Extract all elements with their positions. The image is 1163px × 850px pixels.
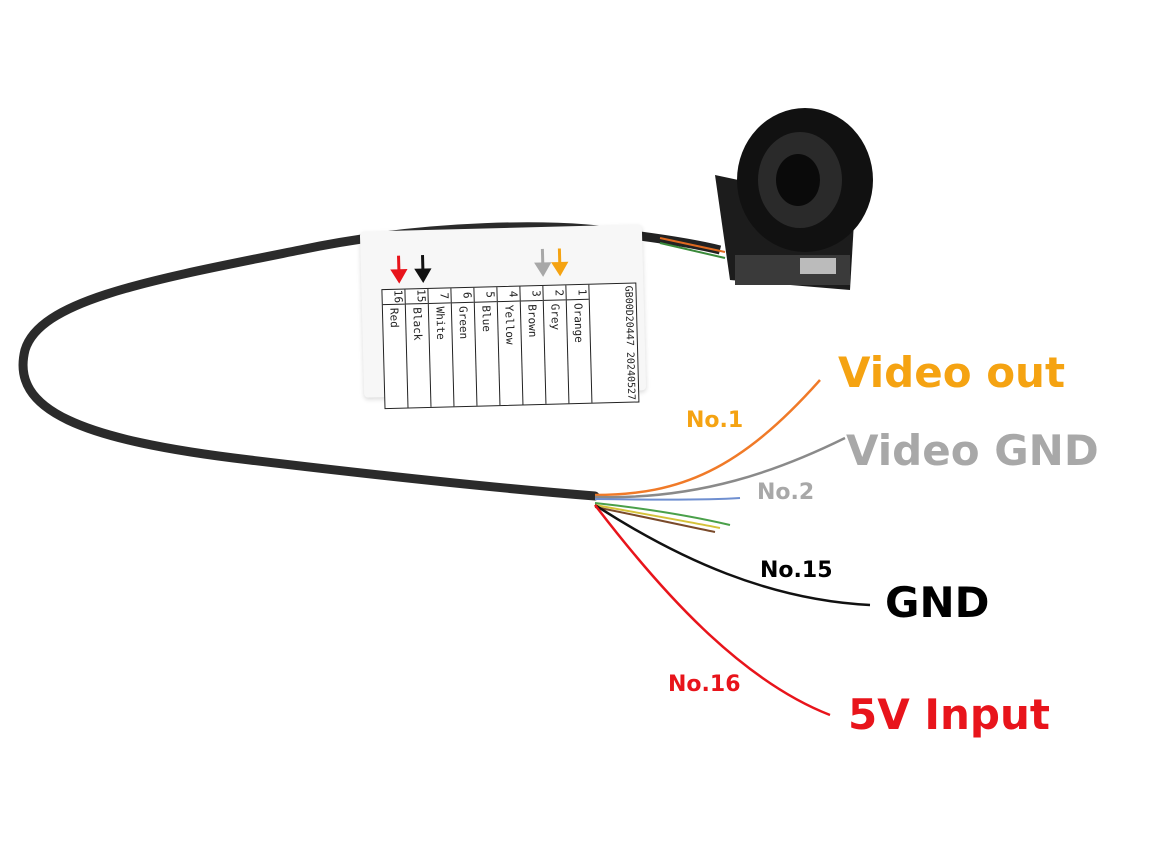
wire-orange xyxy=(594,379,821,497)
video-gnd-label: Video GND xyxy=(846,426,1099,475)
wire-black xyxy=(594,503,871,607)
black-arrow-icon xyxy=(414,255,432,283)
wire-grey xyxy=(594,436,846,499)
video-out-label: Video out xyxy=(838,348,1066,397)
wire-red xyxy=(594,504,831,717)
orange-arrow-icon xyxy=(551,248,569,277)
wire-no16-label: No.16 xyxy=(668,672,741,697)
gnd-label: GND xyxy=(885,578,990,627)
5v-input-label: 5V Input xyxy=(848,690,1050,739)
wire-no15-label: No.15 xyxy=(760,558,833,583)
wire-no2-label: No.2 xyxy=(757,480,815,505)
thermal-camera xyxy=(715,108,873,290)
card-date: 20240527 xyxy=(624,351,637,401)
grey-arrow-icon xyxy=(534,248,552,277)
red-arrow-icon xyxy=(390,255,408,284)
card-code: GB00D20447 xyxy=(622,285,635,347)
wire-no1-label: No.1 xyxy=(686,408,744,433)
card-header: GB00D20447 20240527 xyxy=(589,284,638,404)
